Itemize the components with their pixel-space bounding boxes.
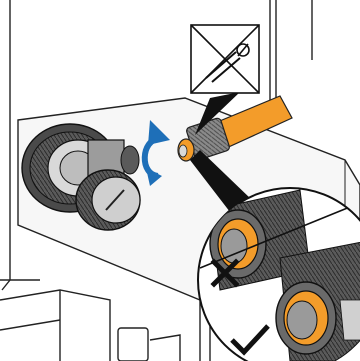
correct-example — [276, 240, 360, 361]
